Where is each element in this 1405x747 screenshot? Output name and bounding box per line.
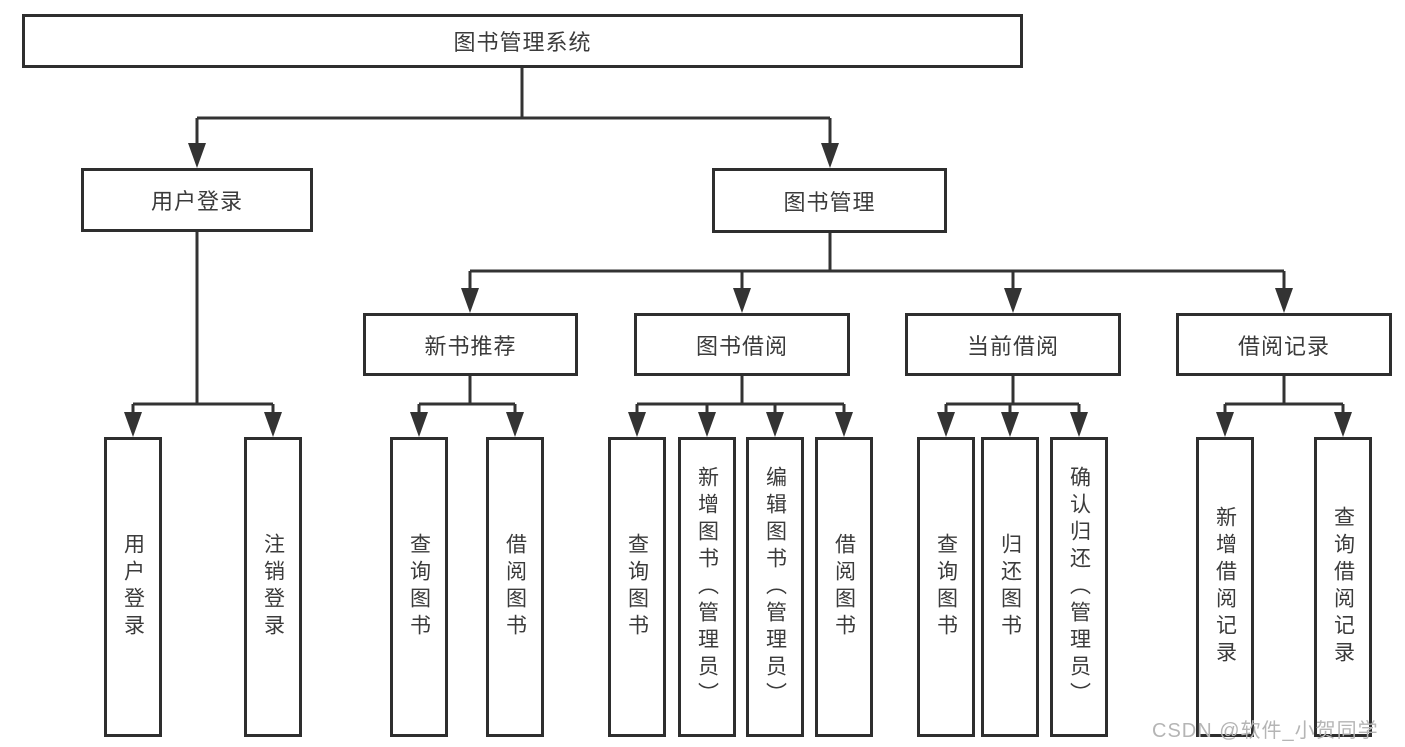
leaf-bb-add-books-admin-label: 新增图书（管理员） (695, 465, 719, 709)
node-root-system: 图书管理系统 (22, 14, 1023, 68)
leaf-bb-query-books: 查询图书 (608, 437, 666, 737)
leaf-br-add-record: 新增借阅记录 (1196, 437, 1254, 737)
leaf-br-add-record-label: 新增借阅记录 (1213, 506, 1237, 668)
leaf-user-login: 用户登录 (104, 437, 162, 737)
leaf-logout-label: 注销登录 (261, 533, 285, 641)
node-current-borrow: 当前借阅 (905, 313, 1121, 376)
node-current-borrow-label: 当前借阅 (966, 333, 1059, 359)
leaf-cb-return-books-label: 归还图书 (998, 533, 1022, 641)
node-book-management: 图书管理 (712, 168, 947, 233)
leaf-logout: 注销登录 (244, 437, 302, 737)
leaf-user-login-label: 用户登录 (121, 533, 145, 641)
leaf-bb-edit-books-admin-label: 编辑图书（管理员） (763, 465, 787, 709)
node-borrow-records-label: 借阅记录 (1237, 333, 1330, 359)
leaf-cb-return-books: 归还图书 (981, 437, 1039, 737)
leaf-bb-add-books-admin: 新增图书（管理员） (678, 437, 736, 737)
leaf-bb-query-books-label: 查询图书 (625, 533, 649, 641)
leaf-rec-query-books: 查询图书 (390, 437, 448, 737)
node-user-login: 用户登录 (81, 168, 313, 232)
leaf-rec-borrow-books: 借阅图书 (486, 437, 544, 737)
csdn-watermark: CSDN @软件_小贺同学 (1152, 720, 1379, 742)
node-new-book-recommend-label: 新书推荐 (424, 333, 517, 359)
leaf-cb-confirm-return-admin-label: 确认归还（管理员） (1067, 465, 1091, 709)
leaf-cb-confirm-return-admin: 确认归还（管理员） (1050, 437, 1108, 737)
leaf-bb-edit-books-admin: 编辑图书（管理员） (746, 437, 804, 737)
node-book-borrow: 图书借阅 (634, 313, 850, 376)
leaf-bb-borrow-books-label: 借阅图书 (832, 533, 856, 641)
leaf-br-query-record-label: 查询借阅记录 (1331, 506, 1355, 668)
leaf-cb-query-books: 查询图书 (917, 437, 975, 737)
node-user-login-label: 用户登录 (150, 189, 243, 214)
leaf-cb-query-books-label: 查询图书 (934, 533, 958, 641)
node-root-label: 图书管理系统 (453, 30, 592, 55)
node-book-borrow-label: 图书借阅 (695, 333, 788, 359)
node-book-management-label: 图书管理 (783, 189, 876, 215)
node-borrow-records: 借阅记录 (1176, 313, 1392, 376)
leaf-bb-borrow-books: 借阅图书 (815, 437, 873, 737)
leaf-rec-query-books-label: 查询图书 (407, 533, 431, 641)
leaf-rec-borrow-books-label: 借阅图书 (503, 533, 527, 641)
node-new-book-recommend: 新书推荐 (363, 313, 578, 376)
leaf-br-query-record: 查询借阅记录 (1314, 437, 1372, 737)
